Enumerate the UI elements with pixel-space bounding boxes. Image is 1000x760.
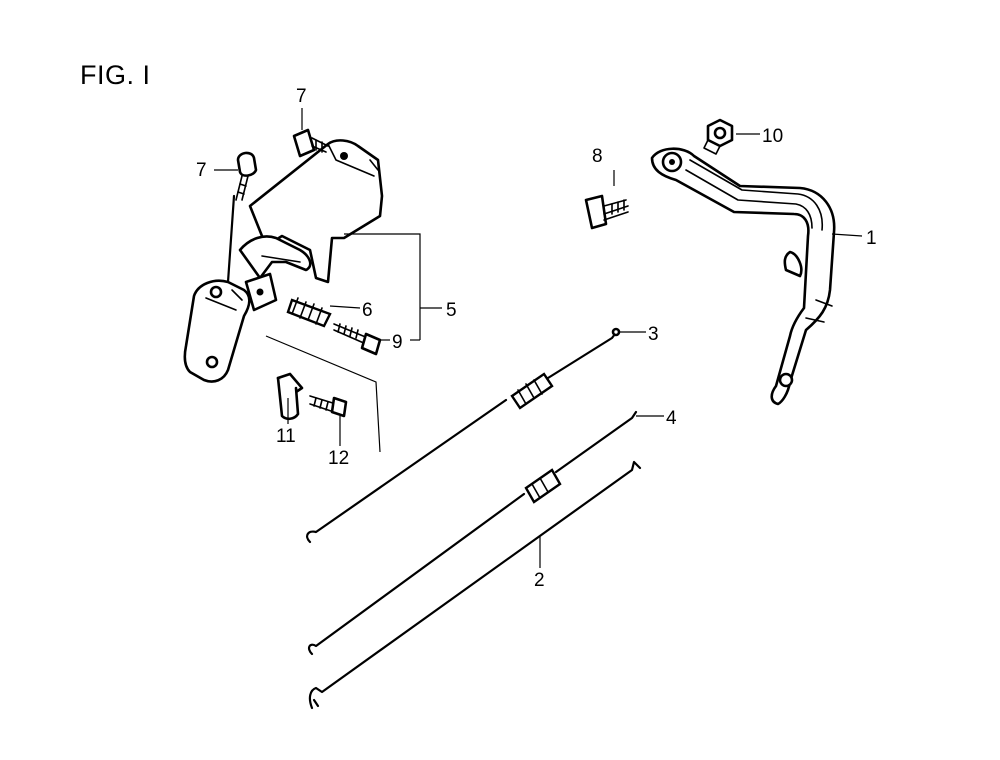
callout-label-3: 3 (648, 324, 659, 345)
callout-label-7-left: 7 (196, 160, 207, 181)
bolt-part-8 (584, 194, 629, 230)
link-rod-part-2 (308, 460, 642, 710)
leader-lines (214, 108, 863, 568)
callout-label-1: 1 (866, 228, 877, 249)
callout-label-2: 2 (534, 570, 545, 591)
assembly-guide-line (265, 335, 381, 453)
governor-bracket-part-5 (183, 139, 384, 383)
callout-label-8: 8 (592, 146, 603, 167)
callout-label-5: 5 (446, 300, 457, 321)
callout-label-10: 10 (762, 126, 783, 147)
screw-part-7-left (235, 151, 258, 201)
callout-label-11: 11 (276, 426, 296, 447)
collar-part-11 (276, 372, 304, 421)
bolt-part-12 (309, 395, 348, 418)
callout-label-6: 6 (362, 300, 373, 321)
spring-part-6 (286, 297, 332, 328)
callout-label-4: 4 (666, 408, 677, 429)
bolt-part-9 (333, 323, 382, 356)
callout-label-12: 12 (328, 448, 349, 469)
figure-title: FIG. I (80, 60, 151, 90)
nut-part-10 (703, 118, 734, 155)
control-lever-part-1 (650, 147, 836, 406)
callout-label-7-upper: 7 (296, 86, 307, 107)
callout-label-9: 9 (392, 332, 403, 353)
screw-part-7-upper (292, 128, 329, 158)
throttle-rod-part-4 (307, 410, 638, 656)
governor-rod-part-3 (306, 327, 621, 544)
